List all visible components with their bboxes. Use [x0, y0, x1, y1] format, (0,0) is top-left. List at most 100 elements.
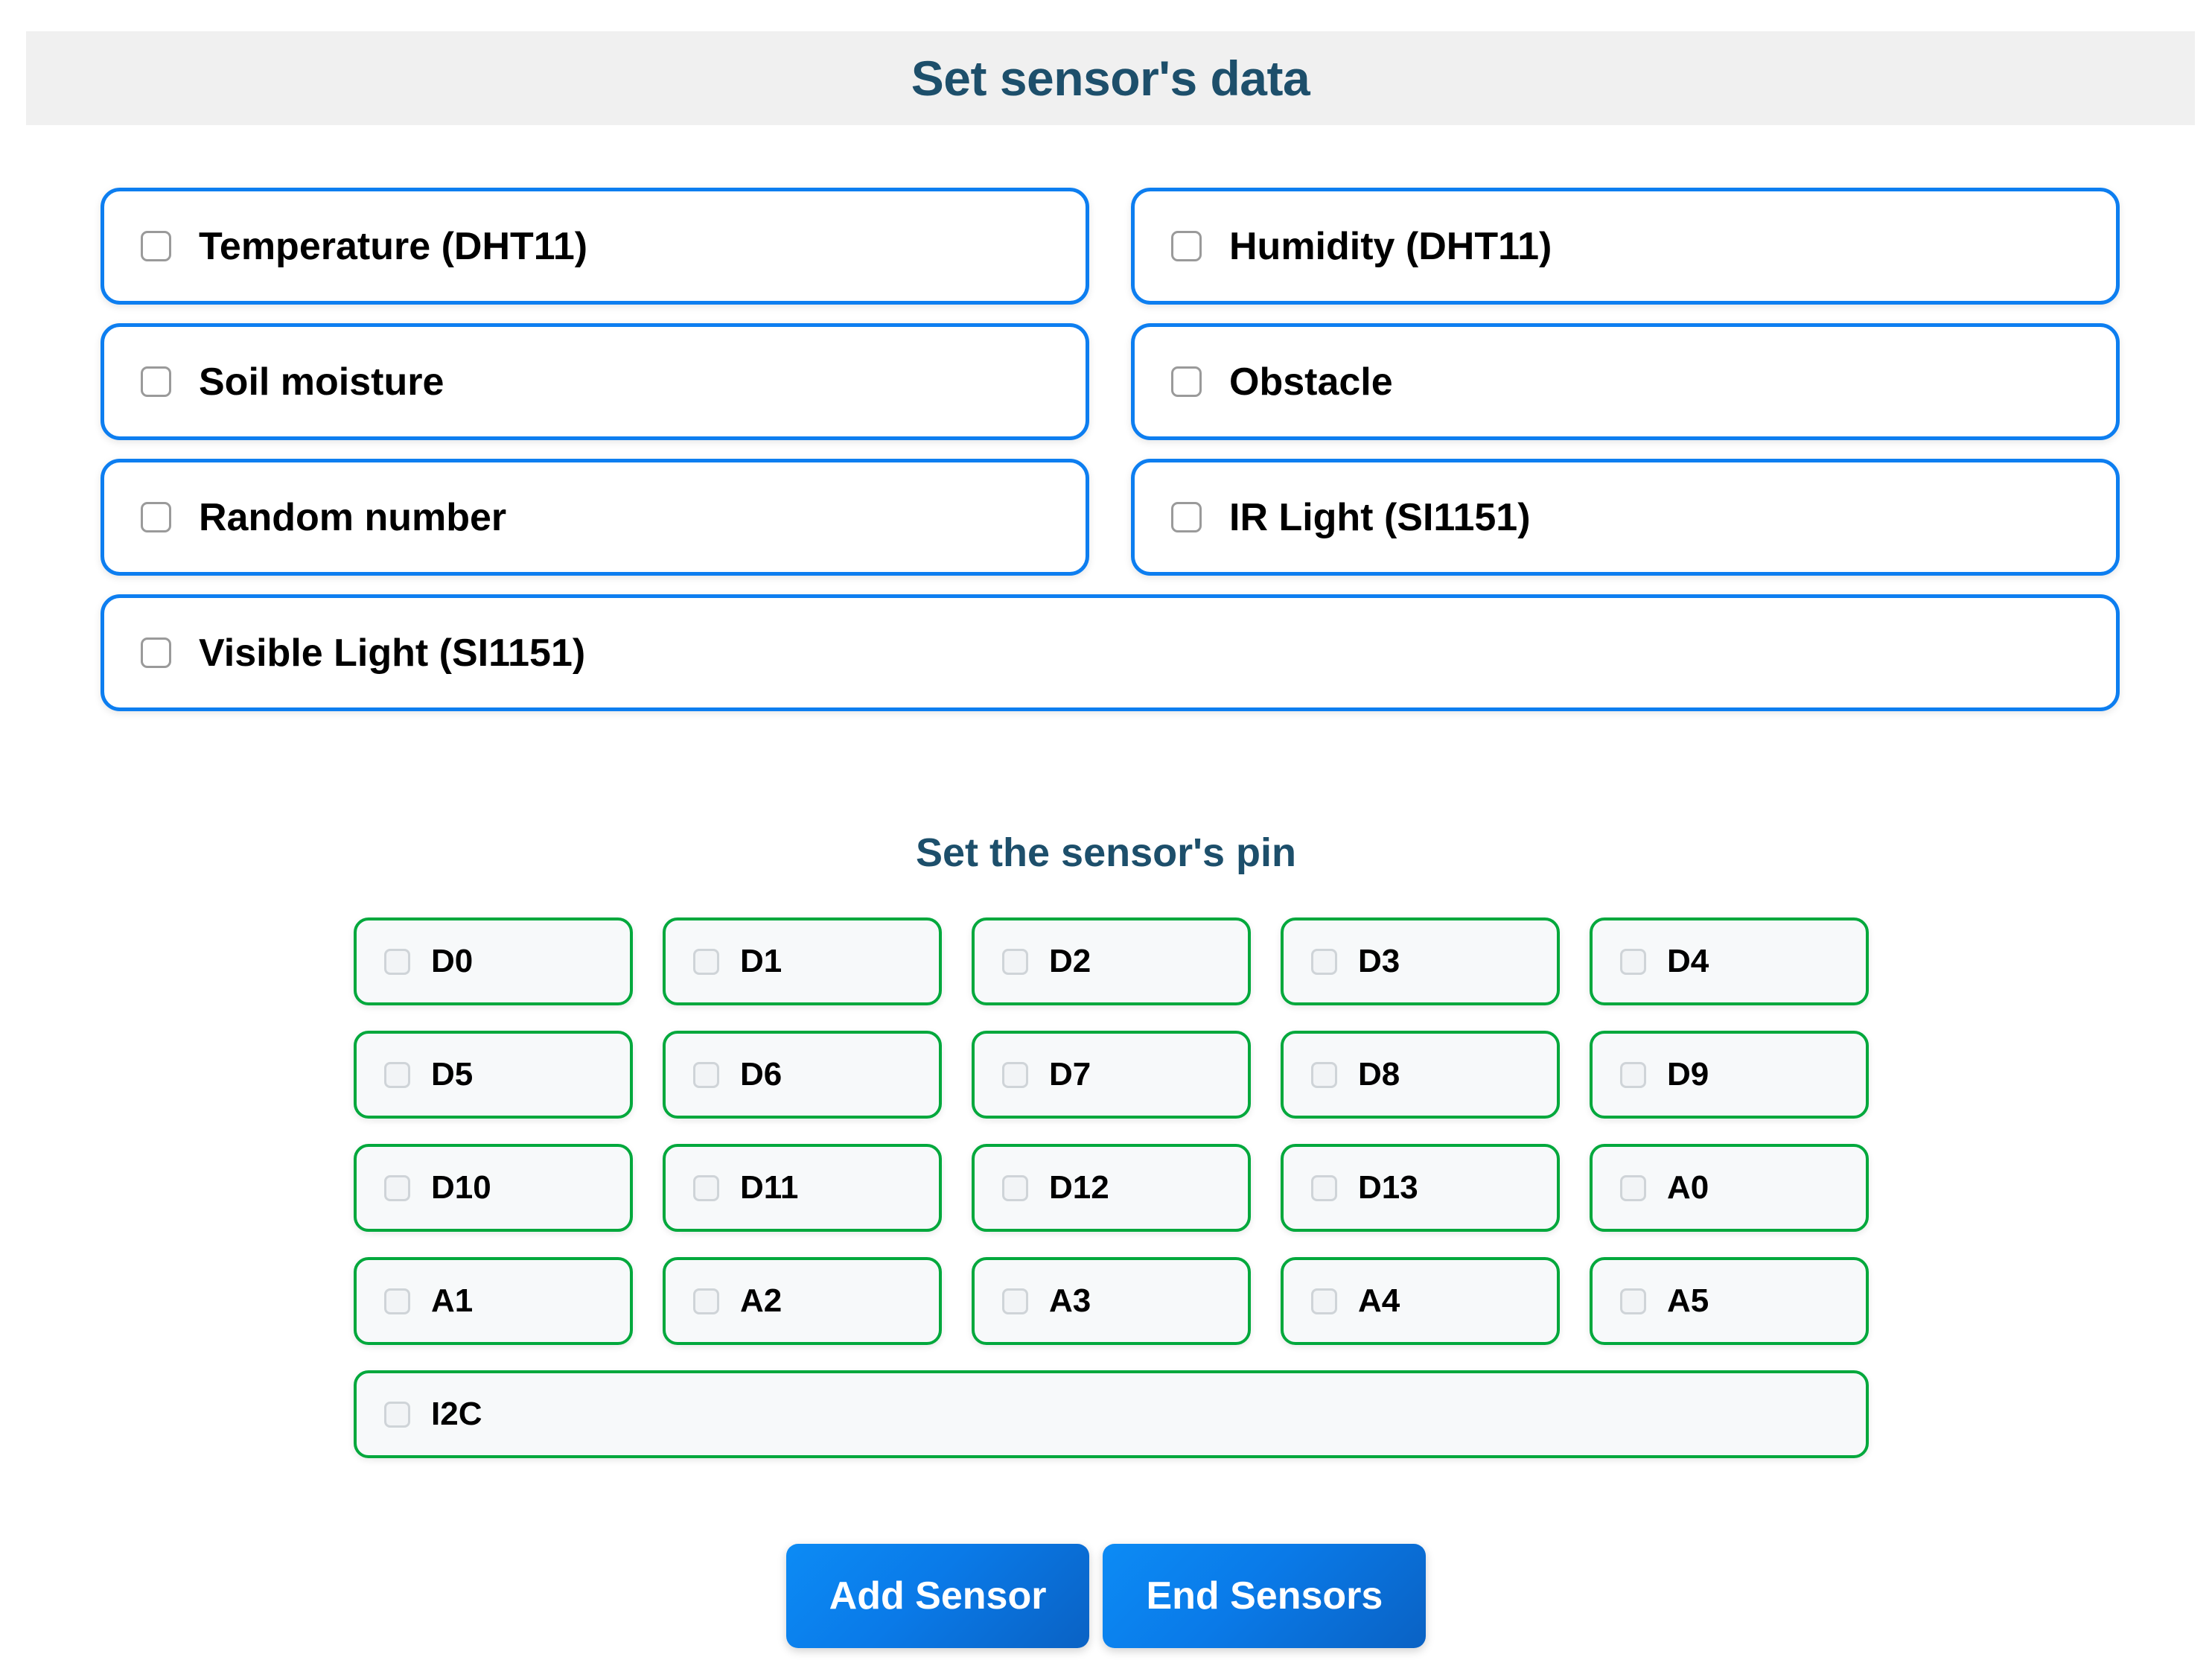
- sensor-card-temperature[interactable]: Temperature (DHT11): [101, 188, 1089, 305]
- pin-section-title: Set the sensor's pin: [916, 830, 1296, 875]
- checkbox-icon[interactable]: [1002, 948, 1028, 975]
- checkbox-icon[interactable]: [693, 948, 719, 975]
- page-header: Set sensor's data: [26, 31, 2195, 125]
- end-sensors-button[interactable]: End Sensors: [1103, 1544, 1427, 1648]
- pin-label: A4: [1358, 1282, 1400, 1319]
- pin-card-a1[interactable]: A1: [354, 1257, 633, 1345]
- pin-card-d13[interactable]: D13: [1281, 1144, 1560, 1232]
- add-sensor-button[interactable]: Add Sensor: [785, 1544, 1090, 1648]
- pin-label: D11: [740, 1169, 799, 1206]
- sensor-selection-group: Temperature (DHT11) Humidity (DHT11) Soi…: [101, 188, 2120, 730]
- checkbox-icon[interactable]: [141, 502, 171, 532]
- sensor-card-obstacle[interactable]: Obstacle: [1131, 323, 2120, 440]
- action-button-bar: Add Sensor End Sensors: [0, 1544, 2212, 1648]
- sensor-label: Humidity (DHT11): [1229, 224, 1552, 268]
- pin-card-a2[interactable]: A2: [663, 1257, 942, 1345]
- pin-card-a4[interactable]: A4: [1281, 1257, 1560, 1345]
- pin-label: D8: [1358, 1056, 1400, 1093]
- checkbox-icon[interactable]: [1620, 1288, 1646, 1314]
- pin-label: D0: [431, 943, 474, 979]
- pin-card-d9[interactable]: D9: [1590, 1031, 1869, 1119]
- pin-card-d12[interactable]: D12: [972, 1144, 1251, 1232]
- sensor-card-ir-light[interactable]: IR Light (SI1151): [1131, 459, 2120, 576]
- checkbox-icon[interactable]: [1171, 366, 1202, 397]
- sensor-row: Visible Light (SI1151): [101, 594, 2120, 711]
- checkbox-icon[interactable]: [1171, 231, 1202, 261]
- pin-card-a3[interactable]: A3: [972, 1257, 1251, 1345]
- checkbox-icon[interactable]: [1311, 1061, 1337, 1088]
- pin-card-d10[interactable]: D10: [354, 1144, 633, 1232]
- pin-label: D5: [431, 1056, 474, 1093]
- sensor-label: Soil moisture: [199, 360, 444, 404]
- sensor-row: Soil moisture Obstacle: [101, 323, 2120, 440]
- checkbox-icon[interactable]: [384, 1288, 410, 1314]
- sensor-card-soil-moisture[interactable]: Soil moisture: [101, 323, 1089, 440]
- pin-card-i2c[interactable]: I2C: [354, 1370, 1869, 1458]
- checkbox-icon[interactable]: [1311, 948, 1337, 975]
- checkbox-icon[interactable]: [141, 231, 171, 261]
- checkbox-icon[interactable]: [1620, 1061, 1646, 1088]
- pin-row: D10 D11 D12 D13 A0: [354, 1144, 1869, 1232]
- pin-label: I2C: [431, 1396, 482, 1432]
- pin-label: A3: [1049, 1282, 1091, 1319]
- checkbox-icon[interactable]: [693, 1061, 719, 1088]
- checkbox-icon[interactable]: [384, 1401, 410, 1428]
- pin-card-d6[interactable]: D6: [663, 1031, 942, 1119]
- pin-card-d11[interactable]: D11: [663, 1144, 942, 1232]
- pin-card-d5[interactable]: D5: [354, 1031, 633, 1119]
- pin-label: D2: [1049, 943, 1091, 979]
- sensor-label: IR Light (SI1151): [1229, 495, 1531, 539]
- checkbox-icon[interactable]: [1002, 1174, 1028, 1201]
- pin-card-d0[interactable]: D0: [354, 918, 633, 1005]
- pin-row: D0 D1 D2 D3 D4: [354, 918, 1869, 1005]
- pin-selection-group: D0 D1 D2 D3 D4 D5: [354, 918, 1869, 1483]
- pin-row: A1 A2 A3 A4 A5: [354, 1257, 1869, 1345]
- pin-card-d7[interactable]: D7: [972, 1031, 1251, 1119]
- checkbox-icon[interactable]: [693, 1288, 719, 1314]
- checkbox-icon[interactable]: [141, 366, 171, 397]
- checkbox-icon[interactable]: [1171, 502, 1202, 532]
- pin-label: D12: [1049, 1169, 1109, 1206]
- pin-label: D4: [1667, 943, 1709, 979]
- checkbox-icon[interactable]: [1311, 1174, 1337, 1201]
- sensor-card-random-number[interactable]: Random number: [101, 459, 1089, 576]
- checkbox-icon[interactable]: [1311, 1288, 1337, 1314]
- sensor-card-humidity[interactable]: Humidity (DHT11): [1131, 188, 2120, 305]
- sensor-card-visible-light[interactable]: Visible Light (SI1151): [101, 594, 2120, 711]
- checkbox-icon[interactable]: [141, 637, 171, 668]
- pin-card-a0[interactable]: A0: [1590, 1144, 1869, 1232]
- pin-card-d2[interactable]: D2: [972, 918, 1251, 1005]
- checkbox-icon[interactable]: [384, 948, 410, 975]
- pin-label: D10: [431, 1169, 491, 1206]
- pin-label: D7: [1049, 1056, 1091, 1093]
- checkbox-icon[interactable]: [1002, 1288, 1028, 1314]
- pin-card-d3[interactable]: D3: [1281, 918, 1560, 1005]
- pin-row: D5 D6 D7 D8 D9: [354, 1031, 1869, 1119]
- pin-label: D9: [1667, 1056, 1709, 1093]
- pin-card-d4[interactable]: D4: [1590, 918, 1869, 1005]
- checkbox-icon[interactable]: [1002, 1061, 1028, 1088]
- pin-card-d8[interactable]: D8: [1281, 1031, 1560, 1119]
- pin-card-d1[interactable]: D1: [663, 918, 942, 1005]
- checkbox-icon[interactable]: [1620, 948, 1646, 975]
- checkbox-icon[interactable]: [384, 1061, 410, 1088]
- pin-row: I2C: [354, 1370, 1869, 1458]
- checkbox-icon[interactable]: [693, 1174, 719, 1201]
- checkbox-icon[interactable]: [384, 1174, 410, 1201]
- sensor-label: Visible Light (SI1151): [199, 631, 586, 675]
- pin-label: D6: [740, 1056, 783, 1093]
- sensor-label: Obstacle: [1229, 360, 1393, 404]
- checkbox-icon[interactable]: [1620, 1174, 1646, 1201]
- pin-label: D3: [1358, 943, 1400, 979]
- sensor-row: Random number IR Light (SI1151): [101, 459, 2120, 576]
- sensor-label: Random number: [199, 495, 507, 539]
- pin-label: D13: [1358, 1169, 1418, 1206]
- sensor-row: Temperature (DHT11) Humidity (DHT11): [101, 188, 2120, 305]
- pin-card-a5[interactable]: A5: [1590, 1257, 1869, 1345]
- pin-label: A2: [740, 1282, 783, 1319]
- pin-label: D1: [740, 943, 783, 979]
- pin-label: A5: [1667, 1282, 1709, 1319]
- sensor-label: Temperature (DHT11): [199, 224, 588, 268]
- page-title: Set sensor's data: [911, 51, 1310, 106]
